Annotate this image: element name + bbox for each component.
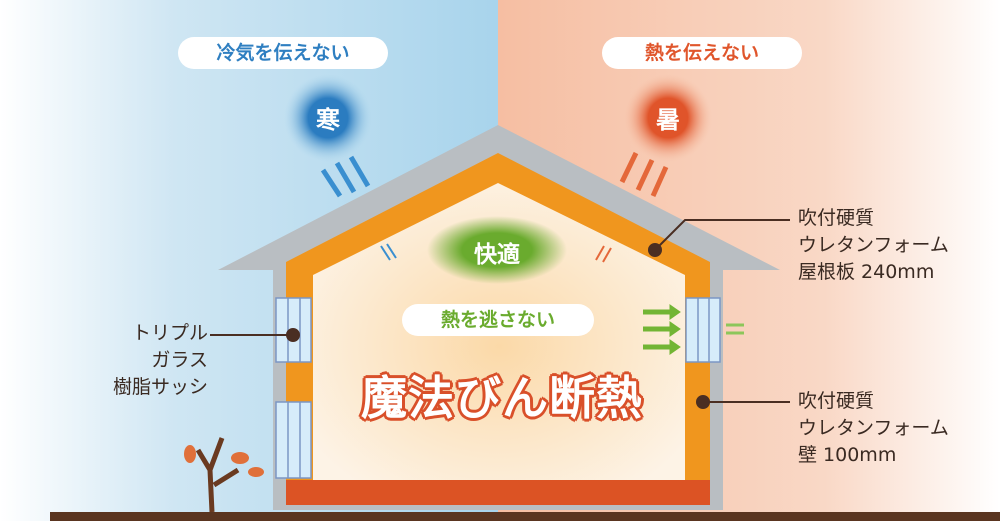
callout-line: トリプル [131,322,208,344]
small-hot-arrows-icon [595,245,612,263]
hot-headline: 熱を伝えない [602,37,802,69]
callout-line: ガラス [151,349,208,371]
callout-line: ウレタンフォーム [798,417,949,439]
cold-headline: 冷気を伝えない [178,37,388,69]
outside-green-arrows-icon [726,323,744,335]
comfort-glow [427,216,567,284]
hot-badge: 暑 [656,106,680,134]
roof-callout: 吹付硬質 ウレタンフォーム 屋根板 240mm [798,205,949,286]
floor-slab [286,480,710,505]
cold-arrows-icon [320,155,371,198]
ground-line [50,512,1000,521]
callout-line: 吹付硬質 [798,207,875,229]
comfort-badge: 快適 [474,242,520,268]
hot-orb [624,74,712,162]
window-left-upper [275,297,312,363]
window-left-lower [275,401,312,479]
main-title: 魔法びん断熱 [361,371,643,425]
cold-orb [284,74,372,162]
cold-badge: 寒 [316,106,340,134]
callout-line: 屋根板 240mm [798,261,935,283]
callout-line: 壁 100mm [798,444,897,466]
callout-line: 樹脂サッシ [112,376,208,398]
callout-line: ウレタンフォーム [798,234,949,256]
window-right [685,297,721,363]
window-callout: トリプル ガラス 樹脂サッシ [60,320,208,401]
small-cold-arrows-icon [380,243,397,261]
hot-arrows-icon [619,151,669,198]
callout-line: 吹付硬質 [798,390,875,412]
roof-leader [654,219,790,251]
tree-icon [184,437,264,513]
keep-heat-label: 熱を逃さない [402,304,594,336]
heat-retain-arrows-icon [643,304,681,355]
wall-callout: 吹付硬質 ウレタンフォーム 壁 100mm [798,388,949,469]
